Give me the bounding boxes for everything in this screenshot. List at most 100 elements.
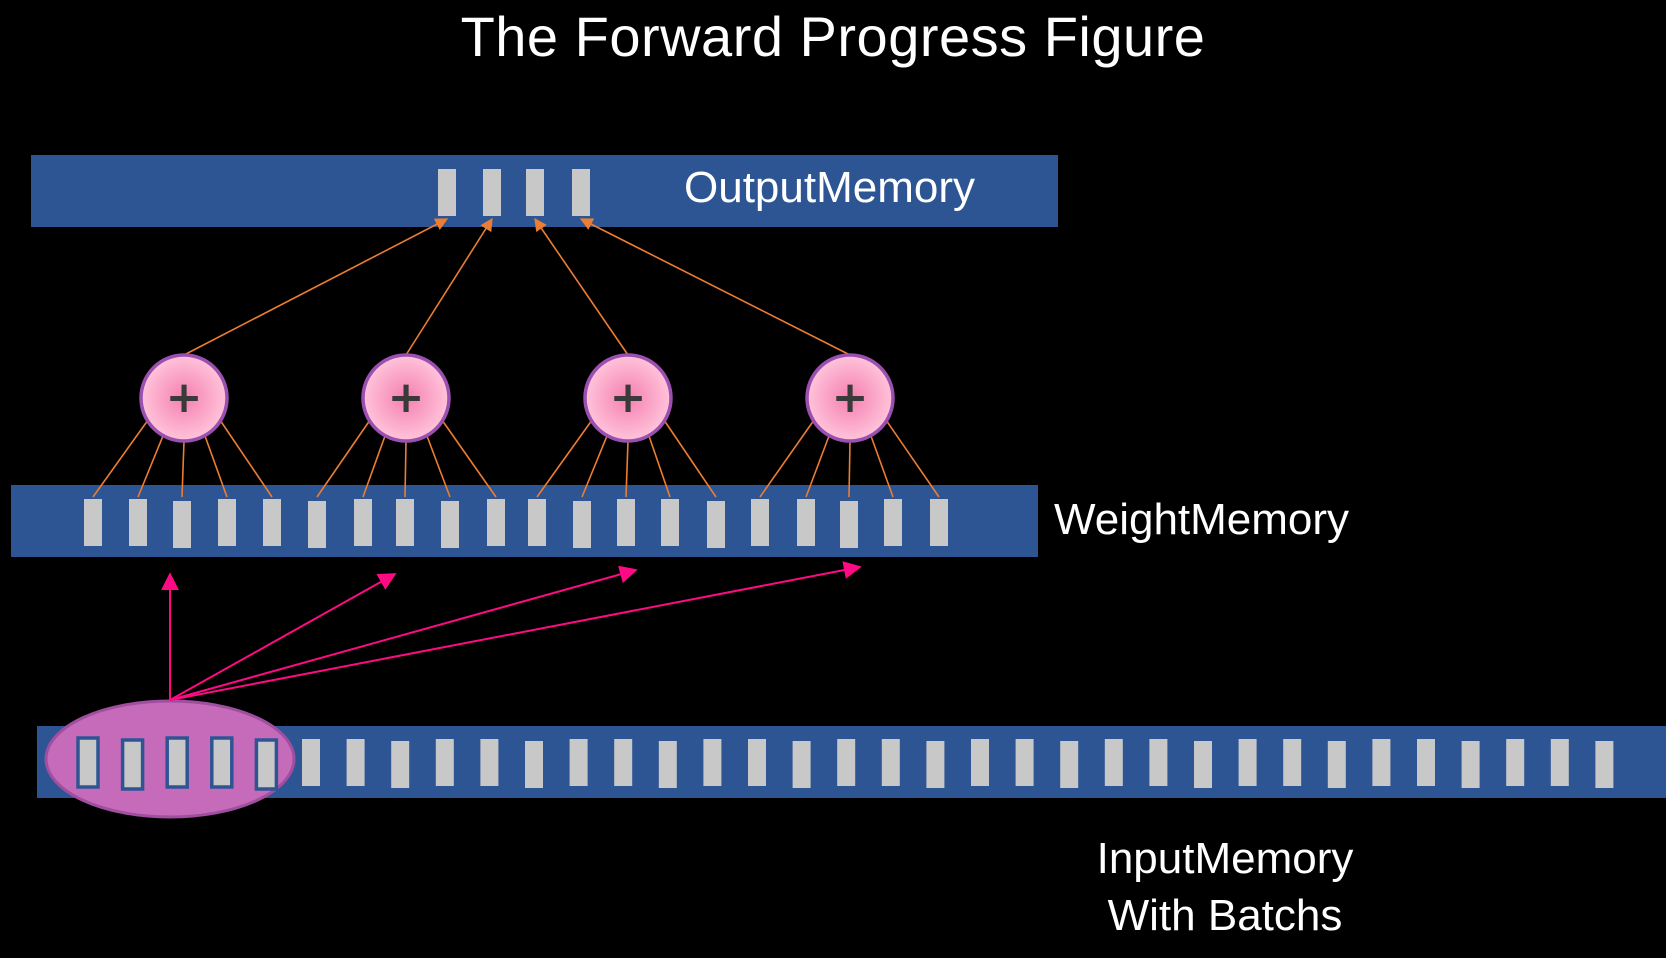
input-memory-cell bbox=[881, 739, 900, 786]
input-memory-cell bbox=[435, 739, 454, 786]
adder-node bbox=[805, 353, 895, 443]
weight-to-adder-connector bbox=[219, 420, 273, 498]
weight-memory-cell bbox=[840, 501, 858, 548]
input-memory-cell bbox=[703, 739, 722, 786]
adder-node bbox=[139, 353, 229, 443]
adder-to-output-arrow bbox=[534, 217, 629, 356]
weight-memory-cell bbox=[884, 499, 902, 546]
weight-to-adder-connector bbox=[441, 420, 497, 498]
weight-to-adder-connector bbox=[404, 440, 407, 498]
weight-to-adder-connector bbox=[581, 435, 608, 498]
weight-to-adder-connector bbox=[204, 435, 228, 498]
weight-memory-cell bbox=[308, 501, 326, 548]
weight-memory-cell bbox=[797, 499, 815, 546]
input-memory-label: InputMemory With Batchs bbox=[1050, 830, 1400, 944]
output-memory-bar bbox=[31, 155, 1058, 227]
input-memory-cell bbox=[1283, 739, 1302, 786]
weight-memory-label: WeightMemory bbox=[1054, 495, 1350, 544]
batch-input-cell bbox=[254, 738, 279, 791]
input-memory-cell bbox=[837, 739, 856, 786]
weight-memory-cell bbox=[707, 501, 725, 548]
input-memory-label-line2: With Batchs bbox=[1107, 891, 1343, 941]
weight-memory-cell bbox=[129, 499, 147, 546]
weight-to-adder-connector bbox=[625, 440, 629, 498]
plus-icon: + bbox=[166, 372, 203, 423]
input-memory-cell bbox=[1327, 741, 1346, 788]
input-memory-cell bbox=[971, 739, 989, 786]
weight-memory-cell bbox=[573, 501, 591, 548]
weight-to-adder-connector bbox=[870, 435, 894, 498]
batch-to-weight-arrow bbox=[169, 573, 397, 701]
weight-memory-cell bbox=[263, 499, 281, 546]
input-memory-cell bbox=[748, 739, 766, 786]
weight-memory-cell bbox=[396, 499, 414, 546]
input-memory-cell bbox=[1461, 741, 1480, 788]
weight-memory-cell bbox=[751, 499, 769, 546]
input-memory-cell bbox=[480, 739, 499, 786]
input-memory-cell bbox=[569, 739, 588, 786]
weight-memory-cell bbox=[487, 499, 505, 546]
weight-to-adder-connector bbox=[885, 420, 940, 498]
input-memory-cell bbox=[1417, 739, 1435, 786]
weight-to-adder-connector bbox=[362, 435, 386, 498]
diagram-title: The Forward Progress Figure bbox=[460, 5, 1206, 68]
weight-to-adder-connector bbox=[805, 435, 830, 498]
input-memory-cell bbox=[614, 739, 633, 786]
plus-icon: + bbox=[832, 372, 869, 423]
weight-memory-cell bbox=[528, 499, 546, 546]
weight-memory-cell bbox=[617, 499, 635, 546]
weight-memory-cell bbox=[930, 499, 948, 546]
batch-input-cell bbox=[76, 736, 100, 789]
weight-to-adder-connector bbox=[663, 420, 717, 498]
input-memory-cell bbox=[792, 741, 811, 788]
weight-memory-cell bbox=[173, 501, 191, 548]
input-memory-cell bbox=[1194, 741, 1212, 788]
input-memory-cell bbox=[1104, 739, 1123, 786]
weight-to-adder-connector bbox=[848, 440, 851, 498]
input-memory-cell bbox=[1149, 739, 1168, 786]
input-memory-cell bbox=[1372, 739, 1391, 786]
output-memory-cell bbox=[572, 169, 590, 216]
output-memory-label: OutputMemory bbox=[684, 163, 975, 212]
input-memory-cell bbox=[1060, 741, 1079, 788]
input-memory-cell bbox=[1015, 739, 1034, 786]
weight-to-adder-connector bbox=[181, 440, 185, 498]
weight-memory-cell bbox=[84, 499, 102, 546]
input-memory-cell bbox=[302, 739, 320, 786]
input-memory-label-line1: InputMemory bbox=[1096, 834, 1354, 883]
input-memory-cell bbox=[391, 741, 410, 788]
adder-to-output-arrow bbox=[405, 217, 493, 356]
weight-memory-cell bbox=[218, 499, 236, 546]
batch-to-weight-arrow bbox=[169, 565, 638, 701]
batch-input-cell bbox=[120, 738, 145, 791]
weight-memory-cell bbox=[661, 499, 679, 546]
weight-memory-cell bbox=[441, 501, 459, 548]
weight-to-adder-connector bbox=[92, 420, 149, 498]
input-memory-cell bbox=[1506, 739, 1525, 786]
weight-to-adder-connector bbox=[759, 420, 815, 498]
plus-icon: + bbox=[610, 372, 647, 423]
batch-input-cell bbox=[165, 736, 189, 789]
weight-memory-bar bbox=[11, 485, 1038, 557]
input-memory-cell bbox=[1550, 739, 1569, 786]
adder-to-output-arrow bbox=[579, 218, 851, 356]
weight-memory-cell bbox=[354, 499, 372, 546]
input-memory-cell bbox=[1238, 739, 1257, 786]
output-memory-cell bbox=[483, 169, 501, 216]
batch-input-cell bbox=[210, 736, 234, 789]
input-memory-cell bbox=[926, 741, 945, 788]
input-memory-cell bbox=[1595, 741, 1614, 788]
adder-node bbox=[361, 353, 451, 443]
plus-icon: + bbox=[388, 372, 425, 423]
output-memory-cell bbox=[438, 169, 456, 216]
adder-node bbox=[583, 353, 673, 443]
weight-to-adder-connector bbox=[316, 420, 371, 498]
weight-to-adder-connector bbox=[536, 420, 593, 498]
input-memory-cell bbox=[346, 739, 365, 786]
batch-to-weight-arrow bbox=[169, 561, 862, 701]
weight-to-adder-connector bbox=[648, 435, 671, 498]
input-memory-cell bbox=[525, 741, 543, 788]
weight-to-adder-connector bbox=[426, 435, 451, 498]
weight-to-adder-connector bbox=[137, 435, 164, 498]
